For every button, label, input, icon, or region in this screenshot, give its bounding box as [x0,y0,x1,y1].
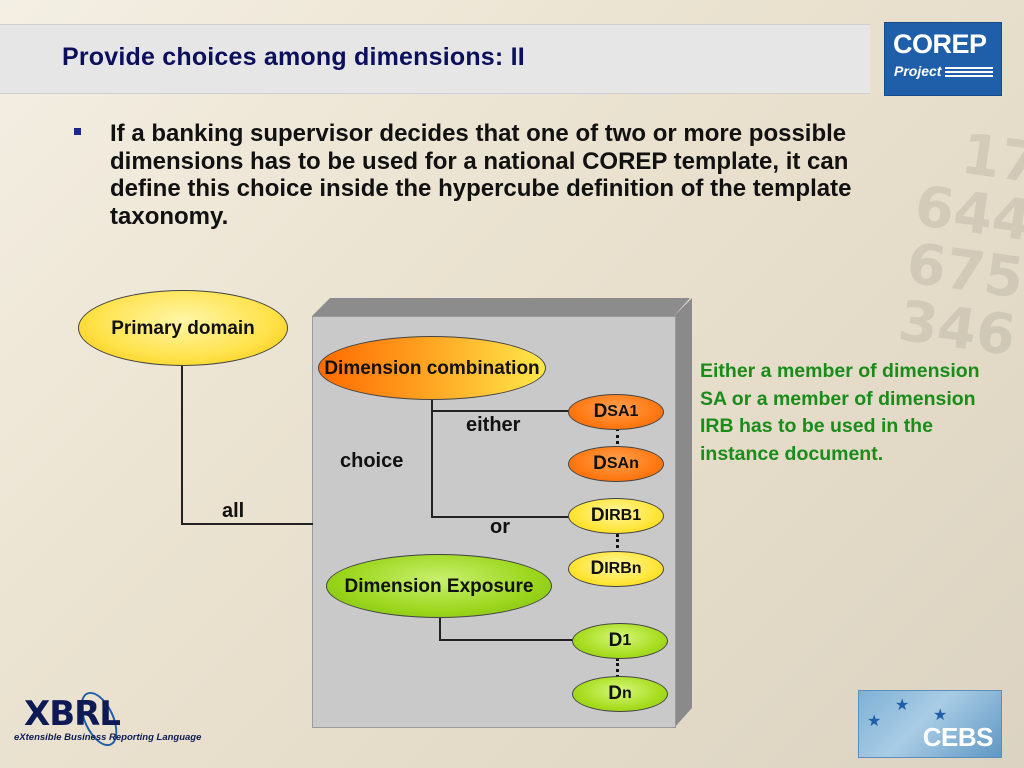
connector-all [181,523,313,525]
connector-either [431,410,571,412]
primary-domain-node: Primary domain [78,290,288,366]
connector-exposure-d1 [439,639,573,641]
node-dsa1-d: D [593,401,608,422]
explanation-note: Either a member of dimension SA or a mem… [700,360,980,465]
label-choice: choice [340,450,404,472]
connector-primary-down [181,366,183,524]
connector-combo-down [431,400,433,517]
xbrl-logo-subtext: eXtensible Business Reporting Language [14,732,202,743]
xbrl-logo-text: XBRL [24,694,121,734]
bullet-square-icon [74,128,81,135]
corep-project-logo: COREP Project [884,22,1002,96]
node-dn-sub: n [621,685,632,702]
node-dirb1-d: D [590,505,605,526]
label-either: either [466,414,521,436]
node-dirbn-d: D [590,558,605,579]
node-dirb1-sub: IRB1 [604,507,642,524]
panel-top-face [312,298,690,316]
corep-logo-text: COREP [893,29,987,59]
dimension-combination-node: Dimension combination [318,336,546,400]
star-icon: ★ [867,713,882,730]
node-dsa1-sub: SA1 [607,403,639,420]
page-title: Provide choices among dimensions: II [62,43,525,71]
star-icon: ★ [933,707,948,724]
node-dsan-sub: SAn [606,455,639,472]
node-dsan-d: D [593,453,607,474]
dimension-exposure-node: Dimension Exposure [326,554,552,618]
corep-logo-bars-icon [945,67,993,79]
dots-sa [616,428,619,450]
bullet-paragraph: If a banking supervisor decides that one… [110,120,852,230]
corep-logo-subtext: Project [894,63,942,79]
node-dn-d: D [608,683,622,704]
dots-d [616,658,619,678]
dots-irb [616,534,619,554]
label-or: or [490,516,510,538]
title-bar: Provide choices among dimensions: II [0,24,870,94]
connector-or [431,516,571,518]
panel-side-face [674,298,692,728]
connector-exposure-down [439,618,441,640]
xbrl-logo: XBRL eXtensible Business Reporting Langu… [14,686,201,752]
label-all: all [222,500,245,522]
node-d1-d: D [608,630,623,651]
node-d1-sub: 1 [622,632,632,649]
cebs-logo: ★ ★ ★ CEBS [858,690,1002,758]
star-icon: ★ [895,697,910,714]
node-dirbn-sub: IRBn [604,560,642,577]
cebs-logo-text: CEBS [922,722,994,752]
